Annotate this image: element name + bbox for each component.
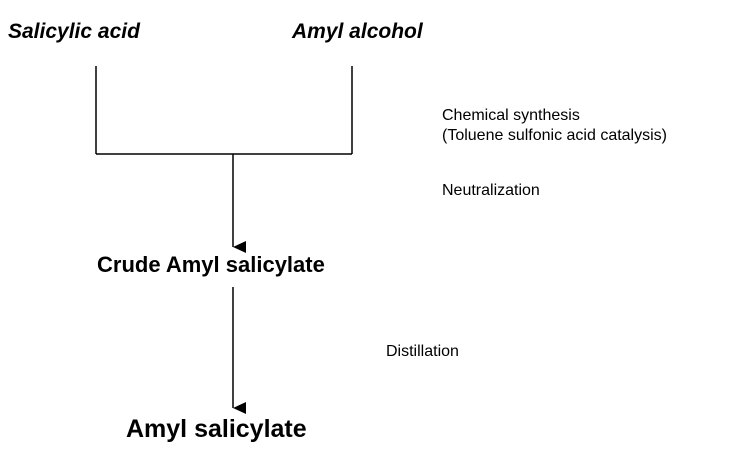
reactant-amyl-alcohol: Amyl alcohol xyxy=(292,20,423,43)
intermediate-crude-amyl-salicylate: Crude Amyl salicylate xyxy=(97,252,325,277)
product-amyl-salicylate: Amyl salicylate xyxy=(126,415,307,443)
step-chemical-synthesis: Chemical synthesis (Toluene sulfonic aci… xyxy=(442,106,667,146)
step-distillation: Distillation xyxy=(386,343,459,360)
step-synthesis-line2: (Toluene sulfonic acid catalysis) xyxy=(442,127,667,144)
step-neutralization: Neutralization xyxy=(442,182,540,199)
reactant-salicylic-acid: Salicylic acid xyxy=(8,20,140,43)
step-synthesis-line1: Chemical synthesis xyxy=(442,107,580,124)
